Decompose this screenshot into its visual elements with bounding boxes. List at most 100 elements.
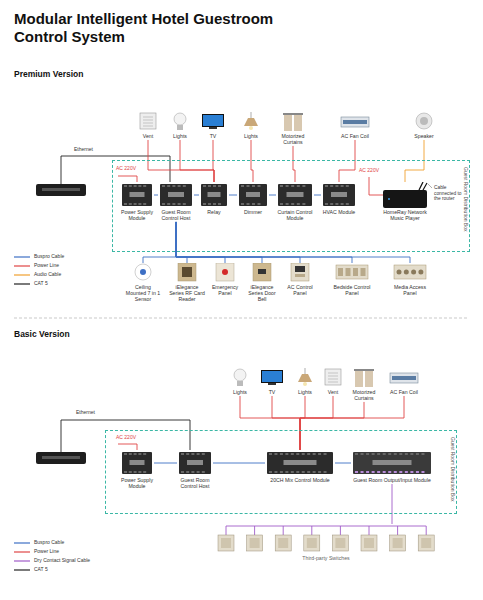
node-icon bbox=[385, 368, 423, 388]
power-feed-wire bbox=[369, 177, 383, 195]
icon-part bbox=[135, 264, 151, 280]
icon-part bbox=[284, 460, 317, 465]
text-label: Cable connected to the router bbox=[434, 185, 462, 202]
icon-part bbox=[405, 453, 408, 455]
icon-part bbox=[138, 471, 141, 473]
icon-part bbox=[283, 113, 303, 115]
distribution-box: Guest Room Distribution BoxPower Supply … bbox=[105, 430, 457, 514]
switch-icon bbox=[335, 538, 345, 548]
cable-connector bbox=[143, 222, 176, 263]
text-label: AC 220V bbox=[359, 168, 379, 174]
legend-line-sample bbox=[14, 540, 30, 546]
music-player-box: HomeRay Network Music Player bbox=[377, 182, 433, 222]
icon-part bbox=[343, 120, 367, 124]
cable-connector bbox=[272, 396, 300, 450]
legend-line-sample bbox=[14, 272, 30, 278]
text-label: AC 220V bbox=[116, 435, 136, 441]
icon-part bbox=[295, 274, 305, 277]
icon-part bbox=[124, 471, 127, 473]
icon-part bbox=[130, 192, 145, 197]
icon-part bbox=[269, 471, 272, 473]
cable-connector bbox=[154, 463, 177, 464]
legend-text: Audio Cable bbox=[34, 272, 61, 278]
icon-part bbox=[377, 453, 380, 455]
dry-contact-wire bbox=[254, 526, 255, 535]
switch-icon bbox=[278, 538, 288, 548]
icon-part bbox=[392, 376, 416, 380]
icon-part bbox=[420, 117, 428, 125]
icon-part bbox=[253, 263, 271, 281]
box-title: Guest Room Distribution Box bbox=[463, 167, 469, 231]
node-label: 20CH Mix Control Module bbox=[265, 478, 335, 484]
cable-connector bbox=[300, 402, 364, 450]
device-node: Speaker bbox=[409, 112, 439, 140]
icon-part bbox=[278, 184, 312, 206]
icon-part bbox=[372, 453, 375, 455]
module-box: Relay bbox=[199, 182, 229, 216]
legend-row: Buspro Cable bbox=[14, 540, 64, 546]
node-icon bbox=[166, 112, 194, 132]
icon-part bbox=[318, 471, 321, 473]
cable-connector bbox=[229, 195, 237, 196]
icon-part bbox=[129, 203, 132, 205]
legend-row: Power Line bbox=[14, 263, 59, 269]
icon-part bbox=[346, 268, 351, 276]
router-body bbox=[36, 452, 86, 464]
icon-part bbox=[353, 452, 431, 474]
icon-part bbox=[394, 265, 426, 279]
icon-part bbox=[328, 382, 338, 383]
icon-part bbox=[167, 185, 170, 187]
device-node: Lights bbox=[225, 368, 255, 396]
legend-line bbox=[14, 256, 30, 257]
icon-part bbox=[208, 203, 211, 205]
icon-part bbox=[213, 185, 216, 187]
icon-part bbox=[318, 453, 321, 455]
icon-part bbox=[178, 263, 196, 281]
panel-node: Media Access Panel bbox=[390, 263, 430, 297]
icon-part bbox=[388, 471, 391, 473]
node-label: Guest Room Control Host bbox=[158, 210, 194, 222]
icon-part bbox=[341, 203, 344, 205]
legend-text: Dry Contact Signal Cable bbox=[34, 558, 90, 564]
node-icon bbox=[291, 368, 319, 388]
icon-part bbox=[124, 203, 127, 205]
node-icon bbox=[236, 112, 266, 132]
icon-part bbox=[294, 115, 302, 131]
icon-part bbox=[129, 471, 132, 473]
icon-part bbox=[297, 185, 300, 187]
cable-connector bbox=[293, 146, 295, 182]
icon-part bbox=[222, 269, 228, 275]
node-icon bbox=[275, 112, 311, 132]
icon-part bbox=[284, 115, 292, 131]
icon-part bbox=[302, 471, 305, 473]
icon-part bbox=[258, 269, 266, 274]
icon-part bbox=[261, 370, 283, 383]
cable-connector bbox=[194, 195, 199, 196]
icon-part bbox=[421, 453, 424, 455]
legend-row: Dry Contact Signal Cable bbox=[14, 558, 90, 564]
switch-group: Third-party Switches bbox=[208, 524, 444, 562]
icon-part bbox=[404, 270, 409, 275]
icon-part bbox=[162, 203, 165, 205]
icon-part bbox=[328, 379, 338, 380]
switch-icon bbox=[250, 538, 260, 548]
panel-node: iElegance Series Door Bell bbox=[244, 263, 280, 303]
icon-part bbox=[241, 203, 244, 205]
device-node: Motorized Curtains bbox=[347, 368, 381, 402]
icon-part bbox=[291, 263, 309, 281]
icon-part bbox=[346, 185, 349, 187]
icon-part bbox=[280, 185, 283, 187]
node-icon bbox=[225, 368, 255, 388]
switch-icon bbox=[393, 538, 403, 548]
cable-connector bbox=[300, 396, 333, 450]
icon-part bbox=[325, 203, 328, 205]
icon-part bbox=[383, 471, 386, 473]
icon-part bbox=[328, 376, 338, 377]
module-box: Power Supply Module bbox=[120, 182, 154, 222]
power-feed-wire bbox=[118, 444, 137, 450]
dry-contact-wire bbox=[226, 526, 426, 527]
icon-part bbox=[366, 471, 369, 473]
icon-part bbox=[405, 471, 408, 473]
icon-part bbox=[291, 203, 294, 205]
